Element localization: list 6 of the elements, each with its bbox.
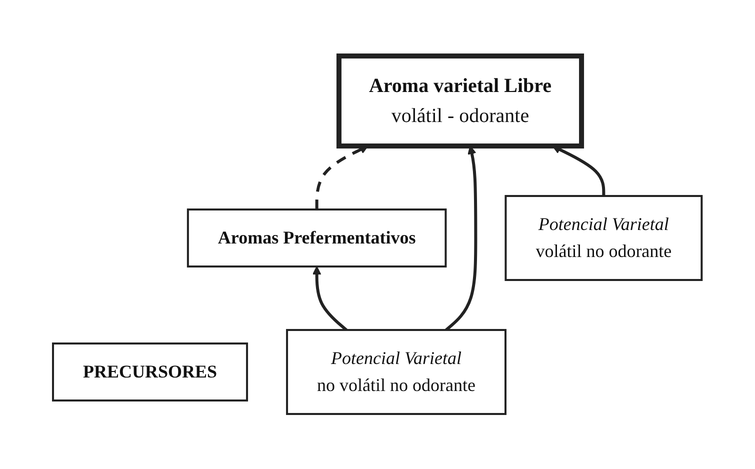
node-box: Potencial Varietal volátil no odorante [504, 194, 703, 280]
arrow [312, 266, 348, 331]
node-box: PRECURSORES [52, 342, 248, 401]
node-box: Potencial Varietal no volátil no odorante [286, 328, 507, 414]
node-box: Aromas Prefermentativos [187, 208, 447, 267]
node-box: Aroma varietal Libre volátil - odorante [336, 53, 584, 148]
